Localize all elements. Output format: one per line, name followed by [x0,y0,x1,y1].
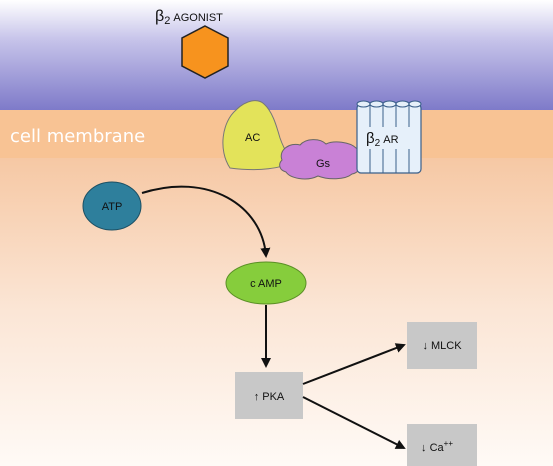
b2ar-receptor [356,100,422,174]
extracellular-region [0,0,553,112]
gs-label: Gs [316,158,331,170]
camp-label: c AMP [250,278,282,290]
mlck-box [407,322,477,369]
atp-to-camp-arrow [141,185,271,258]
camp-molecule [225,261,307,305]
b2ar-label: β2 AR [366,130,399,149]
atp-molecule [82,181,142,231]
agonist-hexagon [181,25,229,79]
ac-label: AC [245,132,260,144]
mlck-label: ↓ MLCK [422,340,462,352]
pka-box [235,372,303,419]
ca-label: ↓ Ca++ [421,439,453,454]
pka-to-mlck-arrow [302,343,406,385]
ca-box [407,424,477,466]
agonist-label: β2 AGONIST [155,8,223,27]
pka-label: ↑ PKA [254,391,285,403]
atp-label: ATP [102,201,123,213]
pka-to-ca-arrow [302,396,406,449]
cell-membrane-label: cell membrane [10,126,145,147]
